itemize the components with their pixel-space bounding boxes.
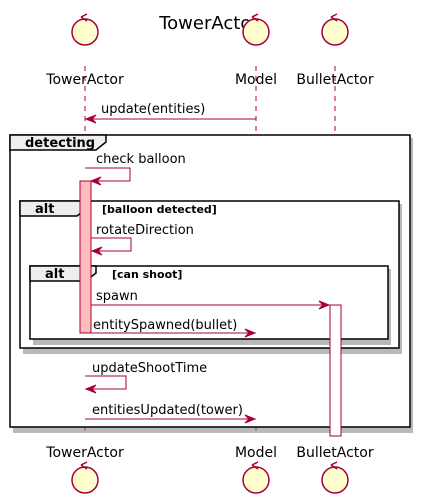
participant-bullet-bottom: BulletActor xyxy=(296,445,374,494)
message-entities-updated: entitiesUpdated(tower) xyxy=(85,403,257,424)
control-icon xyxy=(242,18,270,46)
tower-activation-overlay-inner xyxy=(79,180,92,334)
participant-tower-bottom: TowerActor xyxy=(45,445,124,494)
participant-label: Model xyxy=(235,72,277,88)
fragment-kind: alt xyxy=(35,202,54,217)
message-label: update(entities) xyxy=(101,102,205,117)
fragment-guard: [balloon detected] xyxy=(102,203,217,216)
participant-model-bottom: Model xyxy=(235,445,277,494)
message-update-entities: update(entities) xyxy=(84,102,256,124)
participant-label: TowerActor xyxy=(45,445,124,461)
participant-tower-top: TowerActor xyxy=(45,13,124,88)
participant-label: BulletActor xyxy=(296,445,373,461)
control-icon xyxy=(242,466,270,494)
message-rotate-direction: rotateDirection xyxy=(90,223,194,256)
message-label: spawn xyxy=(96,289,138,304)
participant-label: Model xyxy=(235,445,277,461)
message-entity-spawned: entitySpawned(bullet) xyxy=(91,318,257,338)
control-icon xyxy=(321,466,349,494)
diagram-title: TowerActor xyxy=(158,13,259,34)
participant-label: TowerActor xyxy=(45,72,124,88)
participant-bullet-top: BulletActor xyxy=(296,13,374,88)
control-icon xyxy=(321,18,349,46)
control-icon xyxy=(71,466,99,494)
message-spawn: spawn xyxy=(91,289,331,310)
fragment-kind: alt xyxy=(45,267,64,282)
control-icon xyxy=(71,18,99,46)
message-update-shoot-time: updateShootTime xyxy=(84,361,207,394)
message-label: check balloon xyxy=(96,152,186,167)
message-label: rotateDirection xyxy=(96,223,194,238)
participant-label: BulletActor xyxy=(296,72,373,88)
participant-model-top: Model xyxy=(235,13,277,88)
bullet-activation xyxy=(329,304,342,437)
message-label: updateShootTime xyxy=(92,361,207,376)
message-label: entitiesUpdated(tower) xyxy=(92,403,243,418)
message-check-balloon: check balloon xyxy=(85,152,186,186)
fragment-guard: [can shoot] xyxy=(112,268,182,281)
fragment-kind: detecting xyxy=(25,136,95,151)
message-label: entitySpawned(bullet) xyxy=(93,318,237,333)
